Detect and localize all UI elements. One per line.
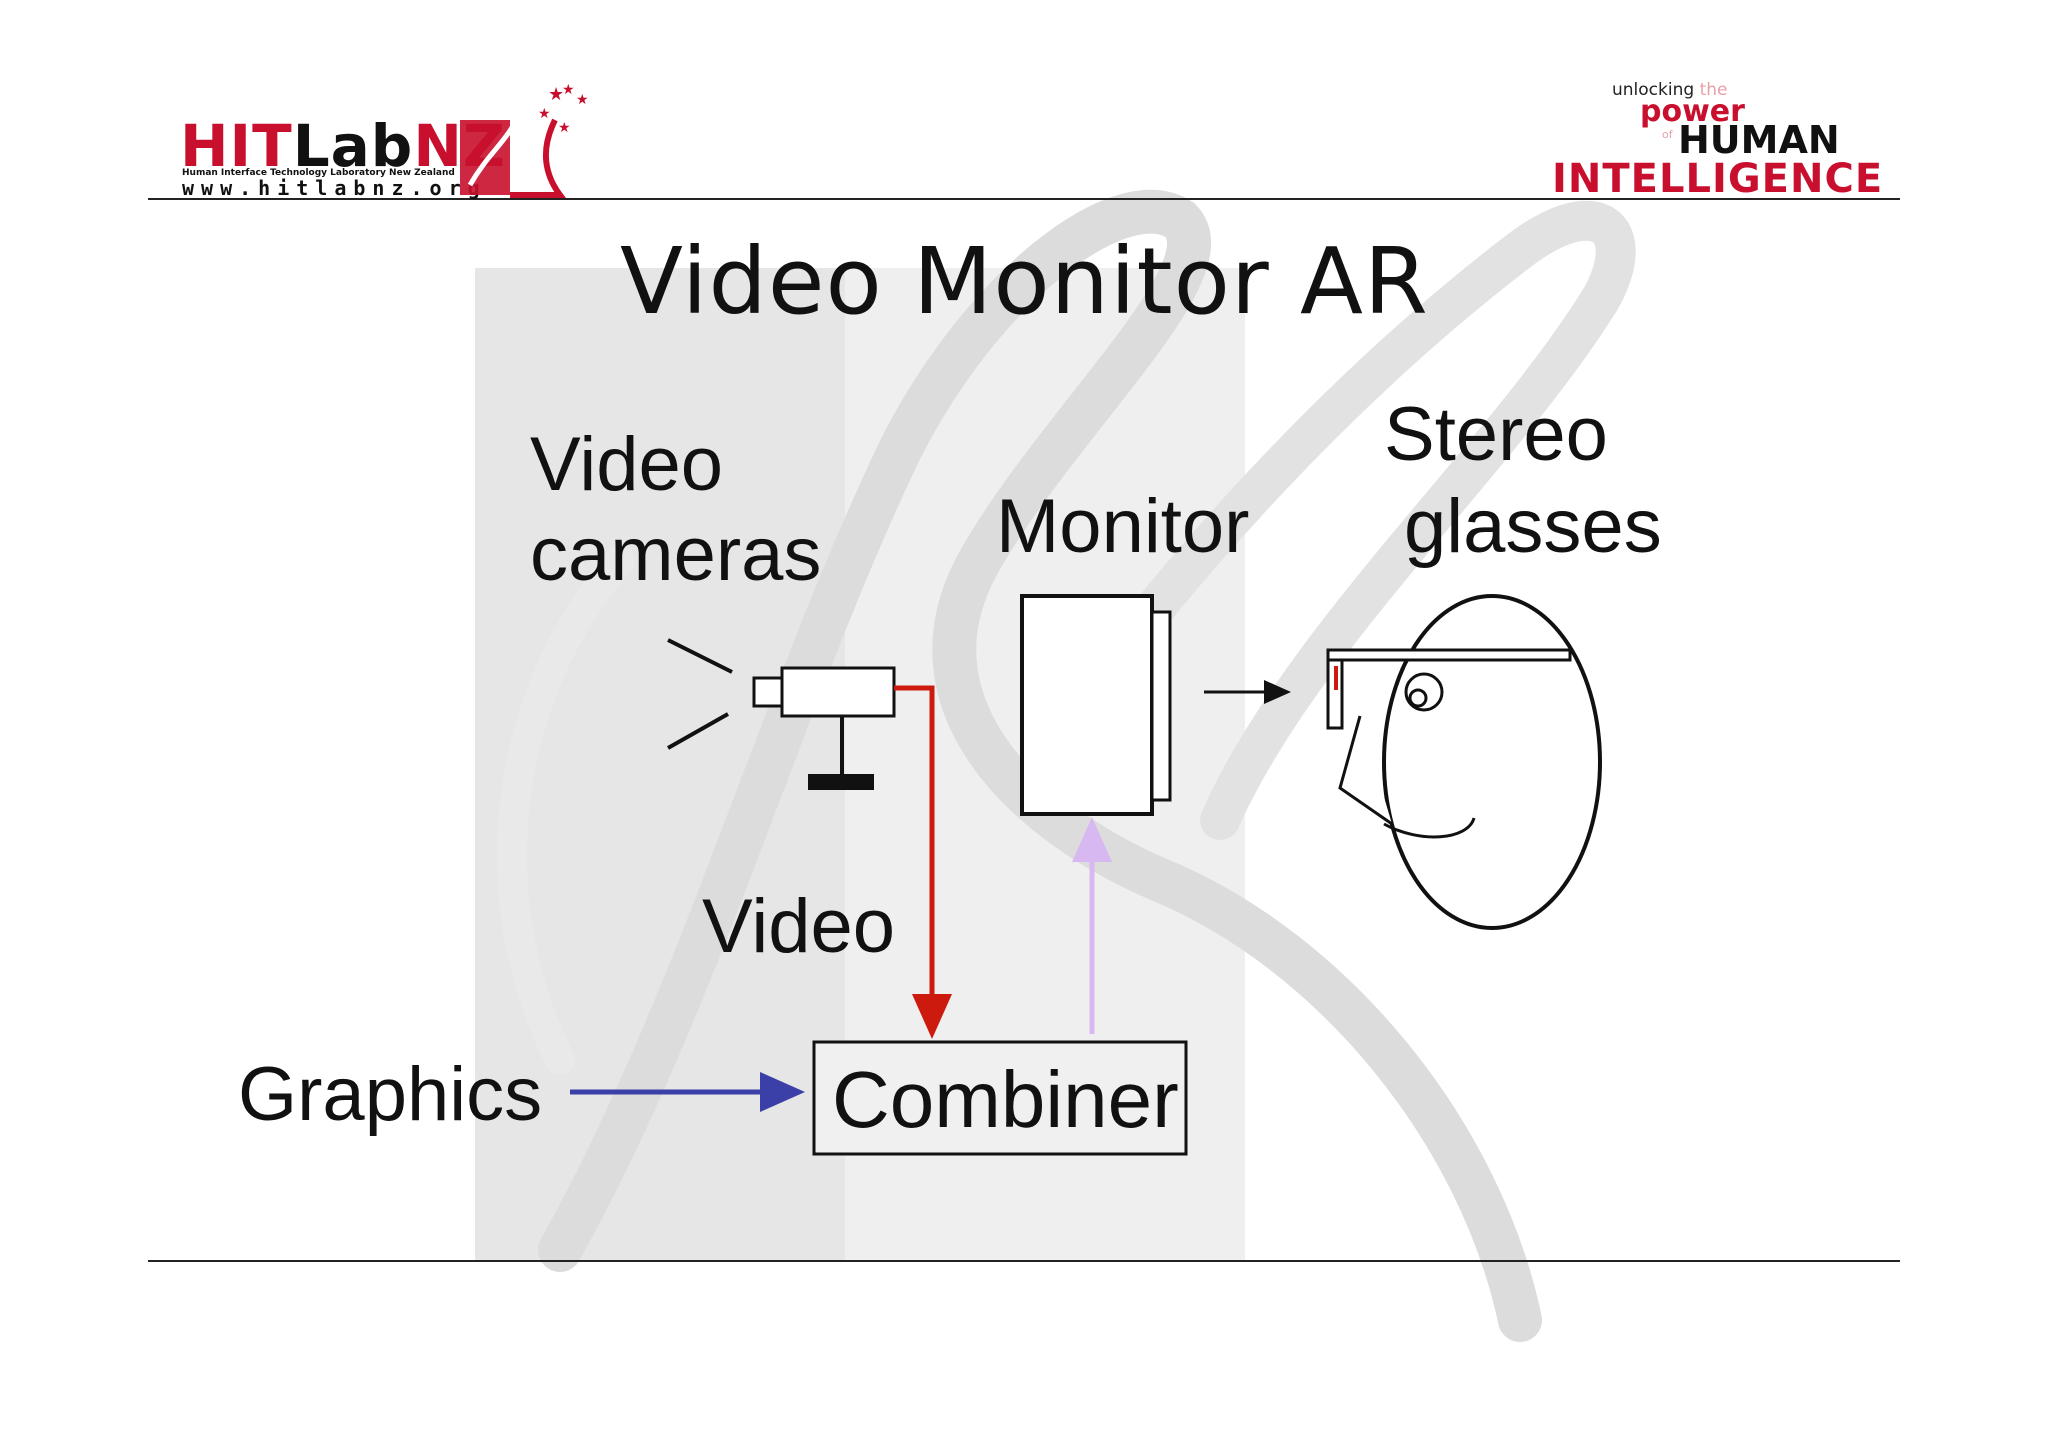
combiner-box (812, 1040, 1188, 1156)
logo-subtitle: Human Interface Technology Laboratory Ne… (182, 168, 455, 178)
monitor-icon (1020, 594, 1172, 816)
slide-title: Video Monitor AR (620, 228, 1429, 335)
header-rule (148, 198, 1900, 200)
user-head-icon (1338, 594, 1602, 930)
tagline-the-text: the (1699, 80, 1728, 100)
tagline-human: HUMAN (1678, 118, 1840, 162)
label-stereo-line2: glasses (1404, 484, 1662, 569)
stereo-glasses-icon (1326, 648, 1572, 730)
tagline-intelligence: INTELLIGENCE (1552, 156, 1884, 202)
tagline-power: power (1640, 94, 1745, 129)
svg-text:★: ★ (576, 92, 589, 108)
tagline-unlocking-text: unlocking (1612, 80, 1695, 100)
watermark-curve-b (1020, 200, 1636, 840)
label-stereo-line1: Stereo (1384, 392, 1608, 477)
tagline-of: of (1662, 128, 1673, 141)
logo-hit-text: HIT (180, 112, 293, 180)
logo-url: www.hitlabnz.org (182, 176, 487, 200)
combiner-label: Combiner (832, 1055, 1179, 1144)
svg-text:★: ★ (558, 120, 571, 136)
label-video-cameras-line2: cameras (530, 512, 822, 597)
footer-rule (148, 1260, 1900, 1262)
logo-emblem-icon: ★ ★ ★ ★ ★ (460, 82, 589, 198)
svg-text:★: ★ (538, 106, 551, 122)
label-video-cameras-line1: Video (530, 422, 724, 507)
tagline-unlocking: unlocking the (1612, 80, 1727, 100)
label-monitor: Monitor (996, 484, 1250, 569)
watermark-curve-c (497, 545, 635, 1075)
svg-text:★: ★ (562, 82, 575, 98)
label-video-feed: Video (702, 884, 896, 969)
video-camera-icon (667, 638, 896, 790)
svg-text:★: ★ (548, 84, 564, 105)
video-feed-arrow (894, 685, 952, 1039)
label-graphics: Graphics (238, 1052, 543, 1137)
label-video-cameras: Video cameras (530, 420, 821, 600)
logo-lab-text: Lab (292, 112, 414, 180)
